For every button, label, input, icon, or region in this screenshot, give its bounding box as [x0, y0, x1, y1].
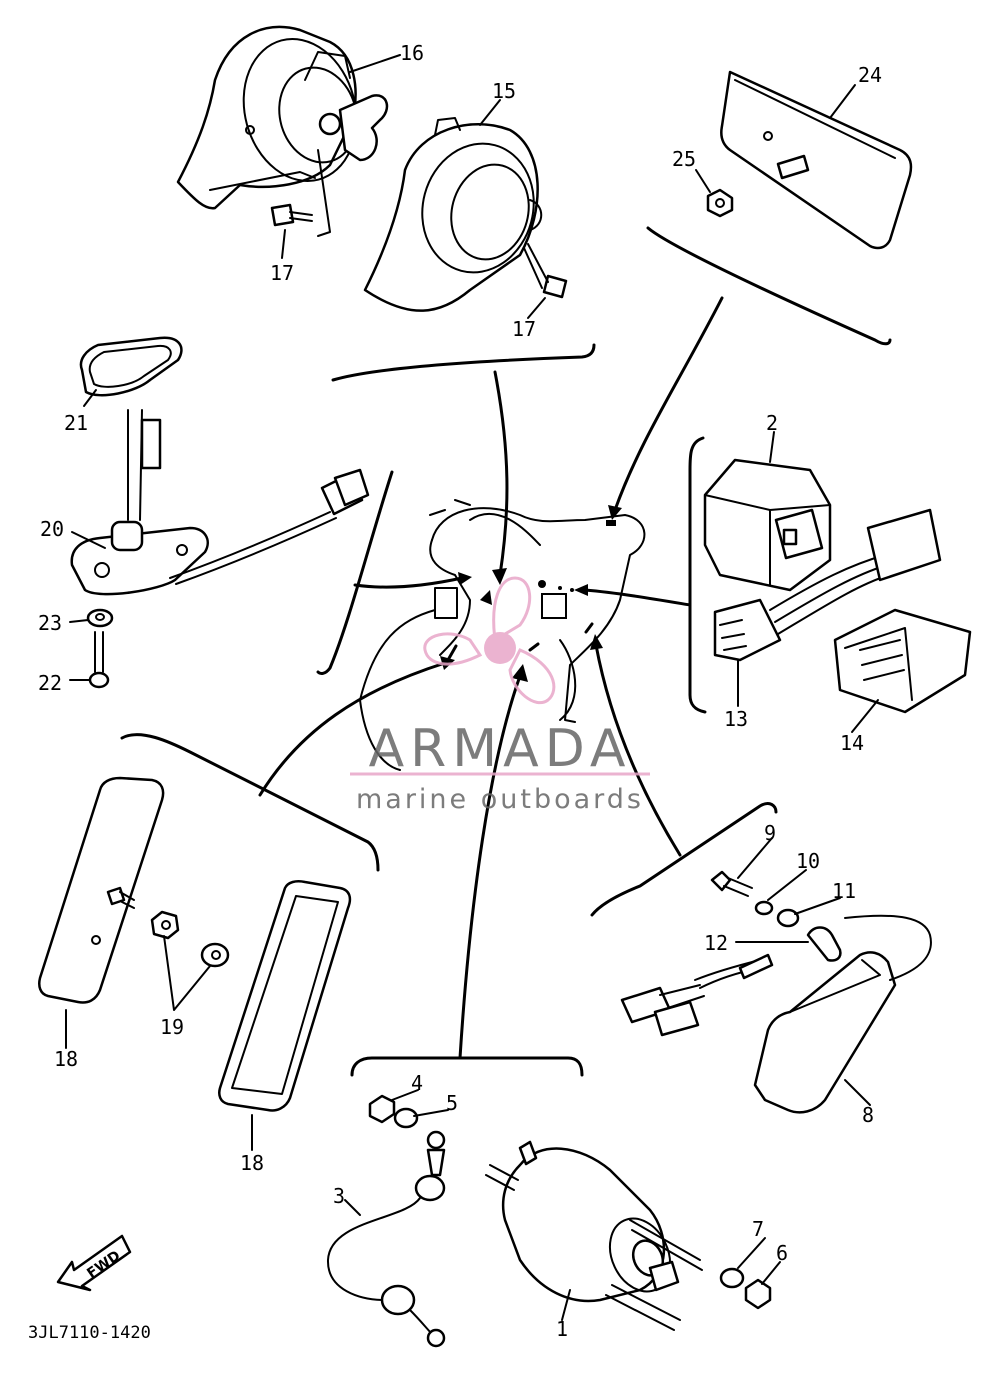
- callout-16: 16: [400, 41, 424, 65]
- callout-23: 23: [38, 611, 62, 635]
- relay-2: [703, 458, 832, 592]
- callout-12: 12: [704, 931, 728, 955]
- callout-20: 20: [40, 517, 64, 541]
- horn-16: [176, 25, 389, 210]
- callout-1: 1: [556, 1317, 568, 1341]
- reflector-18-right: [218, 880, 352, 1112]
- callout-13: 13: [724, 707, 748, 731]
- reflector-18-left: [38, 776, 165, 1004]
- bracket-12: [806, 926, 842, 962]
- washer-10: [754, 900, 774, 916]
- callout-17b: 17: [512, 317, 536, 341]
- callout-7: 7: [752, 1217, 764, 1241]
- screw-22: [88, 631, 110, 689]
- callout-9: 9: [764, 821, 776, 845]
- callout-10: 10: [796, 849, 820, 873]
- callout-11: 11: [832, 879, 856, 903]
- callout-15: 15: [492, 79, 516, 103]
- callout-5: 5: [446, 1091, 458, 1115]
- gasket-21: [79, 336, 183, 397]
- tail-light-24: [720, 70, 913, 250]
- flasher-relay-8: [620, 914, 932, 1114]
- washer-7: [719, 1267, 745, 1289]
- callout-labels: 1 2 3 4 5 6 7 8 9 10 11 12 13 14 15 16 1…: [38, 41, 882, 1341]
- leader-lines: [120, 226, 892, 1077]
- washer-23: [86, 608, 114, 628]
- starter-relay-1: [485, 1140, 703, 1331]
- nut-11: [776, 908, 800, 928]
- nut-19b: [200, 942, 230, 968]
- nut-6: [744, 1278, 772, 1310]
- callout-pointers: [65, 54, 879, 1321]
- connector-14: [833, 608, 972, 714]
- callout-8: 8: [862, 1103, 874, 1127]
- callout-3: 3: [333, 1184, 345, 1208]
- fwd-arrow-icon: FWD: [56, 1234, 132, 1292]
- callout-22: 22: [38, 671, 62, 695]
- callout-18a: 18: [54, 1047, 78, 1071]
- screw-9: [710, 870, 753, 897]
- watermark-title: ARMADA: [369, 719, 632, 779]
- horn-15: [363, 117, 543, 312]
- callout-17a: 17: [270, 261, 294, 285]
- horn-bolt-17a: [270, 203, 313, 227]
- frame-outline: [359, 499, 646, 771]
- connector-13: [713, 508, 942, 662]
- nut-4: [368, 1094, 396, 1124]
- horn-bolt-17b: [523, 243, 568, 299]
- callout-2: 2: [766, 411, 778, 435]
- washer-5: [393, 1107, 419, 1129]
- nut-19a: [150, 910, 180, 940]
- callout-18b: 18: [240, 1151, 264, 1175]
- propeller-logo-icon: [423, 576, 556, 705]
- diagram-code: 3JL7110-1420: [28, 1323, 151, 1343]
- watermark-subtitle: marine outboards: [356, 784, 644, 815]
- lead-wire-3: [326, 1130, 446, 1348]
- flange-nut-25: [706, 154, 810, 218]
- callout-25: 25: [672, 147, 696, 171]
- fuel-sender-20: [70, 409, 370, 596]
- watermark-logo: ARMADA marine outboards: [350, 576, 650, 815]
- callout-19: 19: [160, 1015, 184, 1039]
- callout-14: 14: [840, 731, 864, 755]
- callout-21: 21: [64, 411, 88, 435]
- callout-6: 6: [776, 1241, 788, 1265]
- callout-24: 24: [858, 63, 882, 87]
- callout-4: 4: [411, 1071, 423, 1095]
